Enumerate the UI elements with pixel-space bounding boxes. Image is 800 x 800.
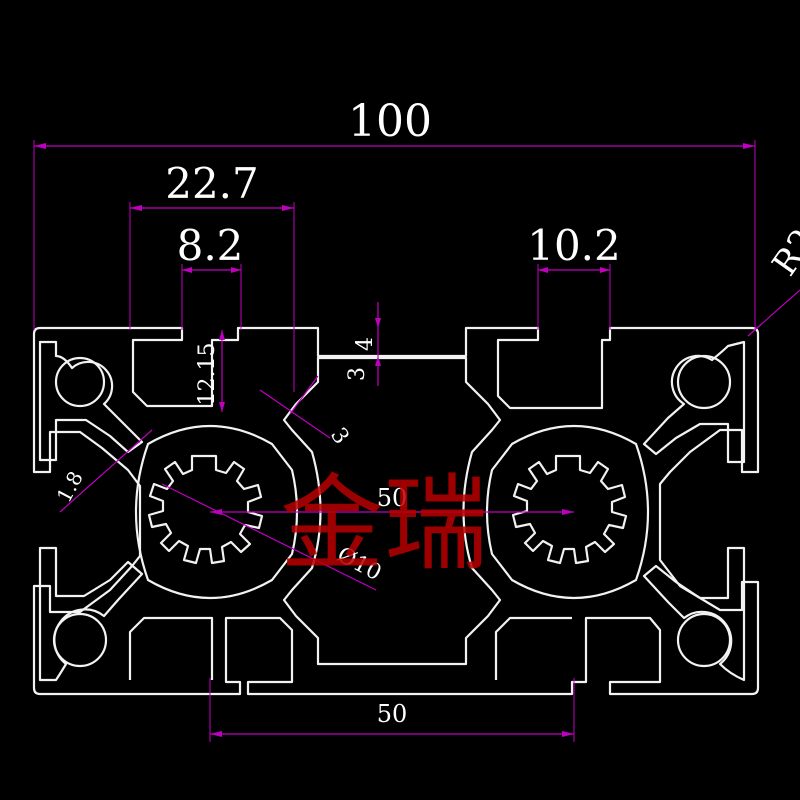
dim-slot-opening: 8.2 <box>177 221 244 270</box>
bottom-slot-right <box>494 616 572 680</box>
dim-corner-radius: R2 <box>765 222 800 284</box>
brand-watermark: 金瑞 <box>280 463 488 585</box>
star-bore-left <box>147 454 264 565</box>
profile-outline <box>32 326 760 696</box>
corner-channel-bottom-right <box>642 546 746 682</box>
corner-bore-bottom-right <box>676 612 732 668</box>
dim-slot-depth: 12.15 <box>195 343 220 406</box>
corner-bore-bottom-left <box>52 612 108 668</box>
bore-ring-left <box>134 424 299 600</box>
dim-slot-opening-right: 10.2 <box>527 221 621 270</box>
bore-ring-right <box>485 424 650 600</box>
center-hollow <box>282 356 502 666</box>
dim-web-thickness: 3 <box>325 423 354 449</box>
dim-wall-thickness: 3 <box>345 367 370 381</box>
corner-channel-top-left <box>38 340 144 462</box>
corner-channel-top-right <box>642 340 746 464</box>
bottom-slot-left <box>128 616 214 680</box>
dim-center-distance: 50 <box>377 484 408 512</box>
star-bore-right <box>511 454 628 565</box>
dim-slot-outer-width: 22.7 <box>165 159 259 208</box>
corner-bore-top-right <box>676 354 732 410</box>
outer-contour <box>32 326 760 696</box>
dim-wall-top: 4 <box>353 337 378 351</box>
dim-rib-thickness: 1.8 <box>52 467 88 506</box>
corner-bore-top-left <box>54 356 106 408</box>
dim-bottom-slot-distance: 50 <box>377 700 408 728</box>
dimension-labels: 100 22.7 8.2 10.2 R2 12.15 4 3 3 1.8 50 … <box>52 96 800 728</box>
dim-overall-width: 100 <box>348 96 432 147</box>
dimension-lines <box>33 140 800 742</box>
corner-channel-bottom-left <box>38 546 144 682</box>
